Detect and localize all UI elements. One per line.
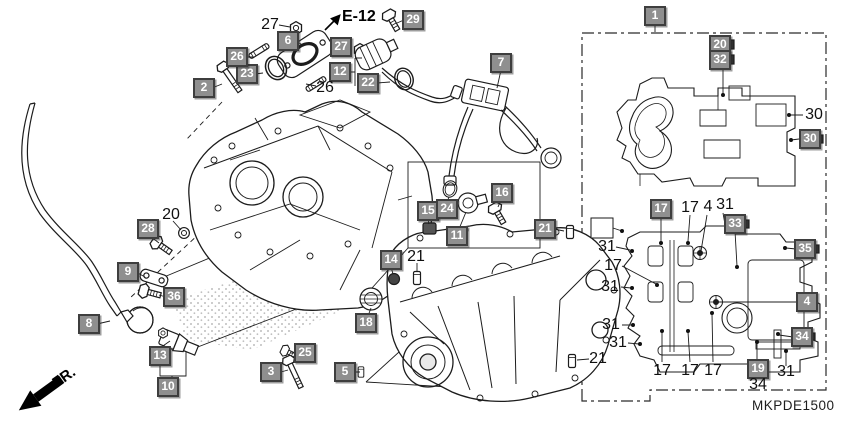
assembly-boundary-box bbox=[581, 32, 827, 402]
callout-box-13[interactable]: 13 bbox=[149, 346, 171, 366]
callout-box-7[interactable]: 7 bbox=[490, 53, 512, 73]
upper-crankcase-drawing bbox=[188, 99, 434, 311]
fr-arrow-icon bbox=[18, 375, 65, 411]
callout-box-16[interactable]: 16 bbox=[491, 183, 513, 203]
callout-box-27[interactable]: 27 bbox=[330, 37, 352, 57]
callout-26: 26 bbox=[316, 79, 334, 96]
section-reference-label[interactable]: E-12 bbox=[342, 8, 376, 25]
callout-box-35[interactable]: 35 bbox=[794, 239, 816, 259]
callout-31: 31 bbox=[777, 363, 795, 380]
callout-box-2[interactable]: 2 bbox=[193, 78, 215, 98]
callout-box-1[interactable]: 1 bbox=[644, 6, 666, 26]
breather-hose-drawing bbox=[21, 102, 154, 334]
breather-cover-parts bbox=[214, 6, 417, 96]
callout-17: 17 bbox=[704, 362, 722, 379]
callout-box-24[interactable]: 24 bbox=[436, 199, 458, 219]
callout-box-36[interactable]: 36 bbox=[163, 287, 185, 307]
upper-gasket-drawing bbox=[616, 77, 796, 187]
callout-box-4[interactable]: 4 bbox=[796, 292, 818, 312]
callout-box-5[interactable]: 5 bbox=[334, 362, 356, 382]
callout-box-14[interactable]: 14 bbox=[380, 250, 402, 270]
callout-20: 20 bbox=[162, 206, 180, 223]
callout-box-28[interactable]: 28 bbox=[137, 219, 159, 239]
callout-box-34[interactable]: 34 bbox=[791, 327, 813, 347]
callout-box-21[interactable]: 21 bbox=[534, 219, 556, 239]
front-direction-label: FR. bbox=[49, 363, 79, 392]
callout-17: 17 bbox=[604, 257, 622, 274]
callout-box-33[interactable]: 33 bbox=[724, 214, 746, 234]
callout-31: 31 bbox=[601, 278, 619, 295]
callout-box-3[interactable]: 3 bbox=[260, 362, 282, 382]
callout-box-17[interactable]: 17 bbox=[650, 199, 672, 219]
callout-30: 30 bbox=[805, 106, 823, 123]
callout-empty-box bbox=[590, 217, 614, 239]
callout-21: 21 bbox=[589, 350, 607, 367]
callout-17: 17 bbox=[653, 362, 671, 379]
wire-harness-drawing bbox=[381, 67, 562, 186]
callout-box-8[interactable]: 8 bbox=[78, 314, 100, 334]
leader-lines bbox=[96, 19, 803, 378]
callout-34: 34 bbox=[749, 376, 767, 393]
callout-box-23[interactable]: 23 bbox=[236, 64, 258, 84]
callout-31: 31 bbox=[602, 316, 620, 333]
callout-box-32[interactable]: 32 bbox=[709, 50, 731, 70]
diagram-code: MKPDE1500 bbox=[752, 398, 835, 413]
callout-27: 27 bbox=[261, 16, 279, 33]
callout-box-10[interactable]: 10 bbox=[157, 377, 179, 397]
callout-31: 31 bbox=[716, 196, 734, 213]
callout-box-25[interactable]: 25 bbox=[294, 343, 316, 363]
callout-31: 31 bbox=[598, 238, 616, 255]
callout-21: 21 bbox=[407, 248, 425, 265]
lower-crankcase-drawing bbox=[386, 223, 621, 402]
callout-box-9[interactable]: 9 bbox=[117, 262, 139, 282]
callout-box-22[interactable]: 22 bbox=[357, 73, 379, 93]
callout-17: 17 bbox=[681, 362, 699, 379]
callout-box-6[interactable]: 6 bbox=[277, 31, 299, 51]
e12-arrow-icon bbox=[324, 14, 341, 31]
leader-dots bbox=[620, 93, 793, 353]
callout-17: 17 bbox=[681, 199, 699, 216]
callout-box-11[interactable]: 11 bbox=[446, 226, 468, 246]
callout-box-19[interactable]: 19 bbox=[747, 359, 769, 379]
callout-31: 31 bbox=[609, 334, 627, 351]
lower-gasket-drawing bbox=[623, 225, 821, 373]
callout-box-30[interactable]: 30 bbox=[799, 129, 821, 149]
callout-box-12[interactable]: 12 bbox=[329, 62, 351, 82]
callout-box-18[interactable]: 18 bbox=[355, 313, 377, 333]
callout-box-29[interactable]: 29 bbox=[402, 10, 424, 30]
bracket-9-drawing bbox=[136, 227, 190, 304]
callout-4: 4 bbox=[703, 198, 713, 215]
sensor-13-drawing bbox=[158, 327, 200, 356]
callout-box-26[interactable]: 26 bbox=[226, 47, 248, 67]
